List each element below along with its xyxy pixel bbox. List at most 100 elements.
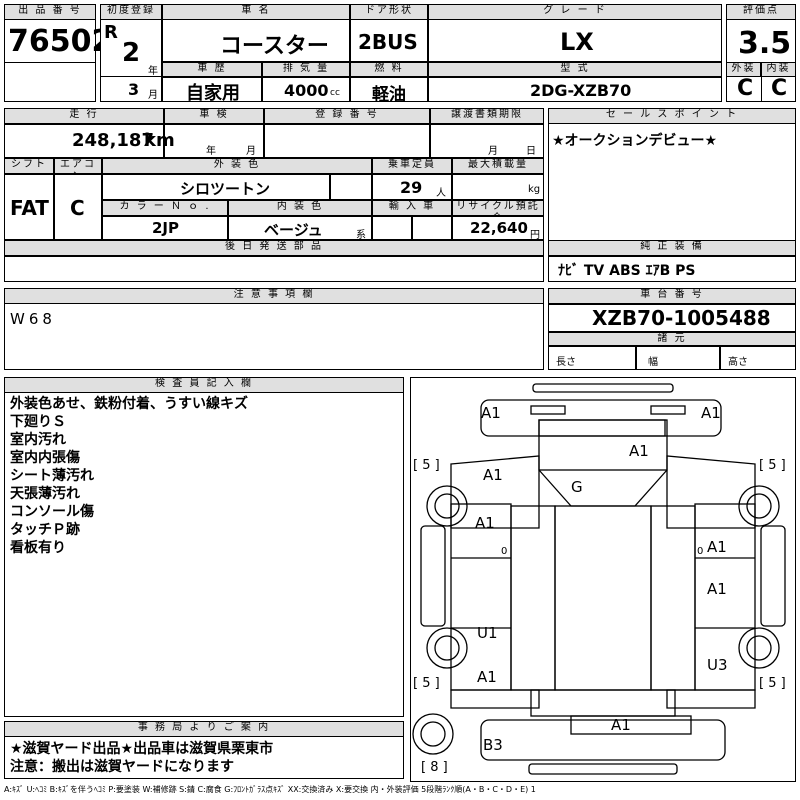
notes-label: 注 意 事 項 欄: [4, 288, 544, 304]
door-label: ドア形状: [350, 4, 428, 20]
import-label: 輸 入 車: [372, 200, 452, 216]
reg-year-unit: 年: [148, 66, 158, 77]
transfer-day: 日: [526, 146, 536, 157]
registration-label: 登 録 番 号: [264, 108, 430, 124]
era: R: [104, 22, 118, 43]
chassis-no: XZB70-1005488: [592, 306, 771, 330]
tire-rear-right: [ 5 ]: [759, 676, 786, 691]
mark-left-rear-door: U1: [477, 624, 498, 642]
int-color-label: 内 装 色: [228, 200, 372, 216]
max-load-label: 最大積載量: [452, 158, 544, 174]
transfer-label: 譲渡書類期限: [430, 108, 544, 124]
reg-month-unit: 月: [148, 90, 158, 101]
first-reg-box: [100, 4, 162, 102]
inspector-note: 室内内張傷: [10, 450, 80, 466]
office-note: 注意：搬出は滋賀ヤードになります: [10, 759, 234, 775]
inspection-label: 車 検: [164, 108, 264, 124]
inspector-note: タッチＰ跡: [10, 522, 80, 538]
transfer-month: 月: [488, 146, 498, 157]
history-label: 車 歴: [162, 62, 262, 77]
mark-left-front-door: A1: [475, 514, 495, 532]
capacity-label: 乗車定員: [372, 158, 452, 174]
sales-point-box: [548, 108, 796, 258]
inspector-notes: 外装色あせ、鉄粉付着、うすい線キズ 下廻りＳ 室内汚れ 室内内張傷 シート薄汚れ…: [10, 395, 248, 557]
mark-rear-bumper: A1: [611, 716, 631, 734]
mileage: 248,187: [72, 130, 154, 151]
inspector-note: コンソール傷: [10, 504, 94, 520]
reg-month: 3: [128, 80, 140, 99]
tire-front-right: [ 5 ]: [759, 458, 786, 473]
grade: LX: [560, 28, 594, 56]
notes: W68: [10, 310, 56, 328]
mark-windshield: G: [571, 478, 583, 496]
genuine-eq: ﾅﾋﾞ TV ABS ｴｱB PS: [558, 263, 696, 279]
mileage-unit: km: [144, 130, 175, 151]
displacement-unit: cc: [330, 88, 340, 98]
door-type: 2BUS: [358, 30, 418, 54]
inspector-note: 看板有り: [10, 540, 66, 556]
damage-diagram: A1 A1 A1 A1 G A1 A1 A1 U1 U3 A1 A1 B3 [ …: [410, 377, 796, 782]
shift: FAT: [10, 196, 49, 220]
car-name: コースター: [220, 34, 329, 59]
inspector-note: 外装色あせ、鉄粉付着、うすい線キズ: [10, 396, 248, 412]
int-color: ベージュ: [264, 221, 323, 239]
inspector-note: シート薄汚れ: [10, 468, 94, 484]
mark-front-right: A1: [701, 404, 721, 422]
inspection-month: 月: [246, 146, 256, 157]
mileage-label: 走 行: [4, 108, 164, 124]
ext-color: シロツートン: [180, 180, 271, 198]
mark-zero-left: 0: [501, 546, 508, 557]
shift-label: シフト: [4, 158, 54, 174]
capacity: 29: [400, 178, 423, 197]
history: 自家用: [186, 83, 240, 104]
mark-left-front-fender: A1: [483, 466, 503, 484]
tire-rear-left: [ 5 ]: [413, 676, 440, 691]
sales-point: ★オークションデビュー★: [552, 133, 718, 149]
car-outline: [412, 383, 786, 775]
exterior-label: 外装: [726, 62, 761, 77]
aircon: C: [70, 196, 85, 220]
recycle: 22,640: [470, 219, 528, 237]
mark-rear-left: B3: [483, 736, 503, 754]
displacement: 4000: [284, 81, 329, 100]
mark-left-rear: A1: [477, 668, 497, 686]
mark-right-mid: A1: [707, 580, 727, 598]
dimensions-label: 諸 元: [548, 332, 796, 346]
lot-no-box: [4, 4, 96, 102]
int-color-suffix: 系: [356, 230, 366, 241]
fuel-label: 燃 料: [350, 62, 428, 77]
office-notes: ★滋賀ヤード出品★出品車は滋賀県栗東市 注意：搬出は滋賀ヤードになります: [10, 740, 273, 776]
displacement-label: 排 気 量: [262, 62, 350, 77]
lot-no-label: 出 品 番 号: [4, 4, 96, 20]
capacity-unit: 人: [436, 188, 446, 199]
mark-zero-right: 0: [697, 546, 704, 557]
lot-no: 76502: [8, 24, 113, 59]
legend: A:ｷｽﾞ U:ﾍｺﾐ B:ｷｽﾞを伴うﾍｺﾐ P:要塗装 W:補修跡 S:錆 …: [4, 785, 536, 794]
recycle-label: リサイクル預託金: [452, 200, 544, 224]
inspection-year: 年: [206, 146, 216, 157]
first-reg-label: 初度登録: [100, 4, 162, 20]
mark-hood: A1: [629, 442, 649, 460]
sales-point-label: セ ー ル ス ポ イ ン ト: [548, 108, 796, 124]
score: 3.5: [738, 26, 792, 61]
recycle-unit: 円: [530, 230, 540, 241]
tire-front-left: [ 5 ]: [413, 458, 440, 473]
mark-front-left: A1: [481, 404, 501, 422]
dim-height: 高さ: [728, 357, 748, 368]
mark-right-rear: U3: [707, 656, 728, 674]
car-name-label: 車 名: [162, 4, 350, 20]
office-note: ★滋賀ヤード出品★出品車は滋賀県栗東市: [10, 741, 274, 757]
dim-length: 長さ: [556, 357, 576, 368]
model-code: 2DG-XZB70: [530, 81, 632, 100]
reg-year: 2: [122, 38, 141, 68]
chassis-label: 車 台 番 号: [548, 288, 796, 304]
later-parts-label: 後 日 発 送 部 品: [4, 240, 544, 256]
aircon-label: エアコン: [54, 158, 102, 182]
office-label: 事 務 局 よ り ご 案 内: [4, 721, 404, 737]
genuine-eq-label: 純 正 装 備: [548, 240, 796, 256]
interior-grade: C: [771, 76, 788, 101]
inspector-note: 室内汚れ: [10, 432, 66, 448]
inspector-note: 下廻りＳ: [10, 414, 66, 430]
dim-width: 幅: [648, 357, 658, 368]
interior-label: 内装: [761, 62, 796, 77]
